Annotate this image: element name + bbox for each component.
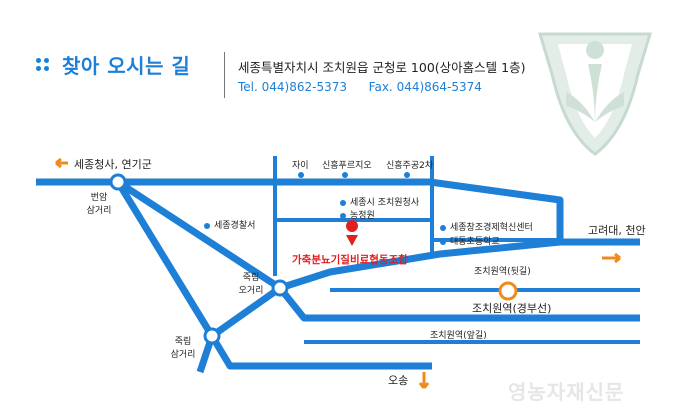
poi-xi: 자이 (292, 161, 309, 171)
rail-front-road-label: 조치원역(앞길) (430, 331, 487, 341)
west-arrow-icon (55, 157, 68, 169)
samgeori-circle (203, 327, 221, 345)
fax-number: 044)864-5374 (396, 80, 482, 94)
ogeori-circle (271, 279, 289, 297)
station-label: 조치원역(경부선) (472, 302, 552, 315)
page-title: 찾아 오시는 길 (62, 54, 191, 78)
beonam-circle (109, 173, 127, 191)
tel-number: 044)862-5373 (261, 80, 348, 94)
east-arrow-icon (602, 252, 621, 264)
main-road (36, 178, 640, 246)
address-text: 세종특별자치시 조치원읍 군청로 100(상아홈스텔 1층) (238, 60, 526, 75)
contact-line: Tel. 044)862-5373 Fax. 044)864-5374 (238, 80, 482, 94)
poi-dot-icon (298, 172, 304, 178)
diagonal-road-mid (116, 179, 282, 291)
station-marker (498, 281, 518, 301)
south-arrow-icon (418, 372, 430, 389)
bullet-dots-icon (36, 58, 54, 72)
ogeori-south-road (277, 285, 640, 322)
destination-pin-icon (346, 220, 359, 246)
organization-logo (537, 32, 653, 156)
east-destination-label: 고려대, 천안 (588, 224, 646, 237)
poi-dot-icon (340, 199, 346, 206)
poi-dot-icon (440, 224, 446, 231)
poi-nonghyup: 농정원 (340, 208, 375, 221)
ogeori-east-road (278, 238, 561, 292)
poi-dot-icon (204, 222, 210, 229)
poi-school: 대동초등학교 (440, 234, 500, 247)
destination-label: 가축분뇨기질비료협동조합 (292, 254, 408, 266)
poi-dot-icon (404, 172, 410, 178)
poi-prugio: 신흥푸르지오 (322, 161, 372, 171)
poi-dot-icon (342, 172, 348, 178)
diagonal-road-west (115, 180, 215, 338)
fax-label: Fax. (368, 80, 393, 94)
poi-sejong-office: 세종시 조치원청사 (340, 195, 419, 208)
link-road (209, 285, 283, 339)
header-divider (224, 52, 225, 98)
poi-police: 세종경찰서 (204, 218, 255, 231)
south-road (208, 334, 432, 370)
south-destination-label: 오송 (388, 374, 409, 387)
rail-back-road-label: 조치원역(뒷길) (474, 267, 531, 277)
tel-label: Tel. (238, 80, 258, 94)
poi-jugong: 신흥주공2차 (386, 161, 434, 171)
poi-dot-icon (440, 238, 446, 245)
west-destination-label: 세종청사, 연기군 (74, 158, 152, 171)
poi-dot-icon (340, 212, 346, 219)
watermark: 영농자재신문 (508, 380, 625, 404)
poi-innovation: 세종창조경제혁신센터 (440, 220, 533, 233)
